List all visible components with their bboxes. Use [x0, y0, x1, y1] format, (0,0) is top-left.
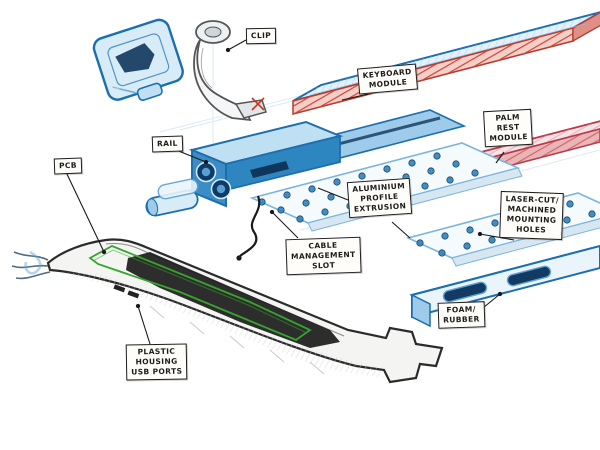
plastic-housing-device — [11, 238, 444, 384]
rail-assembly — [145, 109, 467, 261]
nose-cables — [11, 251, 51, 280]
label-clip: CLIP — [245, 27, 277, 45]
label-plastic-housing: PLASTIC HOUSING USB PORTS — [125, 343, 188, 381]
leader-plastic-housing — [137, 305, 151, 345]
label-foam-rubber: FOAM/ RUBBER — [437, 301, 486, 330]
pcb-outline — [88, 245, 312, 342]
keyboard-module-board — [292, 11, 600, 115]
leader-pcb — [65, 171, 105, 253]
leader-lines — [65, 39, 515, 345]
label-cable-management: CABLE MANAGEMENT SLOT — [285, 236, 362, 276]
housing-cavity — [126, 252, 340, 348]
foam-rubber-extrusion — [409, 244, 600, 328]
label-keyboard-module: KEYBOARD MODULE — [356, 63, 419, 95]
usb-port-1 — [113, 284, 126, 293]
rail-cylinder-front — [145, 189, 199, 217]
foam-slot-right — [506, 265, 552, 287]
ground-shadow — [149, 305, 325, 375]
cable-slot — [250, 161, 289, 178]
label-aluminium-profile: ALUMINIUM PROFILE EXTRUSION — [346, 177, 413, 219]
leader-clip — [227, 39, 247, 51]
clip-arm — [193, 20, 267, 122]
label-rail: RAIL — [151, 135, 184, 153]
rail-cylinder-back — [157, 178, 199, 200]
clip-bracket — [92, 18, 184, 101]
leader-palm-rest — [495, 151, 505, 164]
label-pcb: PCB — [53, 157, 83, 175]
leader-cable-slot — [271, 211, 299, 239]
label-laser-cut-holes: LASER-CUT/ MACHINED MOUNTING HOLES — [499, 190, 565, 240]
label-palm-rest-module: PALM REST MODULE — [483, 108, 534, 148]
leader-laser-cut — [479, 233, 515, 241]
red-cross-mark — [251, 97, 265, 111]
cable — [239, 195, 261, 257]
leader-aluminium-2 — [391, 221, 411, 239]
shading-hatch — [60, 272, 384, 378]
leader-rail — [175, 149, 207, 163]
foam-slot-left — [442, 281, 488, 303]
usb-port-2 — [127, 290, 140, 299]
leader-keyboard — [341, 93, 369, 101]
leader-aluminium-1 — [317, 187, 349, 201]
